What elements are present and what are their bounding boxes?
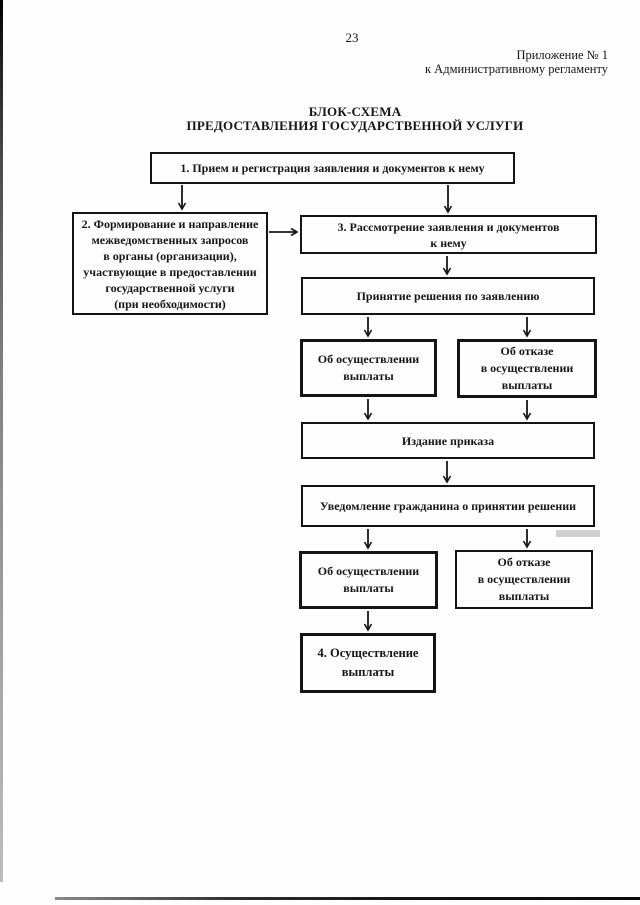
flow-box-refuse1-line1: Об отказе: [500, 344, 554, 358]
flow-box-step2: 2. Формирование и направление межведомст…: [72, 212, 268, 315]
flow-box-refuse-payment-2: Об отказе в осуществлении выплаты: [455, 550, 593, 609]
flow-box-step1: 1. Прием и регистрация заявления и докум…: [150, 152, 515, 184]
flow-box-step2-line2: межведомственных запросов: [91, 232, 249, 247]
flow-box-grant-payment-1: Об осуществлении выплаты: [300, 339, 437, 397]
flow-box-step4: 4. Осуществление выплаты: [300, 633, 436, 693]
flow-box-grant2-line2: выплаты: [343, 581, 394, 595]
flow-box-grant2-line1: Об осуществлении: [317, 564, 420, 578]
flow-box-step3-line2: к нему: [430, 235, 467, 250]
flow-box-refuse2-line1: Об отказе: [497, 555, 551, 569]
flow-box-step2-line4: участвующие в предоставлении: [83, 264, 257, 279]
flow-box-grant1-line2: выплаты: [343, 369, 394, 383]
flow-box-step2-line5: государственной услуги: [105, 280, 235, 295]
flow-box-grant1-line1: Об осуществлении: [317, 352, 420, 366]
flow-box-notify-text: Уведомление гражданина о принятии решени…: [319, 499, 577, 513]
flow-box-step3: 3. Рассмотрение заявления и документов к…: [300, 215, 597, 254]
flow-box-step3-line1: 3. Рассмотрение заявления и документов: [337, 219, 560, 234]
flow-box-refuse2-line2: в осуществлении: [477, 572, 571, 586]
flow-box-refuse2-line3: выплаты: [498, 589, 550, 603]
appendix-line1: Приложение № 1: [516, 48, 608, 62]
flow-box-grant-payment-2: Об осуществлении выплаты: [299, 551, 438, 609]
flow-box-refuse1-line3: выплаты: [501, 378, 553, 392]
flow-box-refuse-payment-1: Об отказе в осуществлении выплаты: [457, 339, 597, 398]
flow-box-notify-citizen: Уведомление гражданина о принятии решени…: [301, 485, 595, 527]
flow-box-decision-text: Принятие решения по заявлению: [356, 289, 540, 303]
title-line1: БЛОК-СХЕМА: [308, 104, 402, 119]
page-number: 23: [345, 30, 359, 45]
flow-box-step2-line1: 2. Формирование и направление: [81, 216, 259, 231]
flow-box-step4-line1: 4. Осуществление: [317, 646, 419, 660]
scan-edge-artifact-left: [0, 0, 3, 882]
scan-smudge-artifact: [556, 530, 600, 537]
flow-box-refuse1-line2: в осуществлении: [480, 361, 574, 375]
appendix-reference: Приложение № 1 к Административному регла…: [424, 48, 608, 76]
appendix-line2: к Административному регламенту: [424, 61, 608, 76]
flow-box-step2-line3: в органы (организации),: [103, 248, 237, 263]
document-title: БЛОК-СХЕМА ПРЕДОСТАВЛЕНИЯ ГОСУДАРСТВЕННО…: [67, 105, 640, 132]
flow-box-decision: Принятие решения по заявлению: [301, 277, 595, 315]
title-line2: ПРЕДОСТАВЛЕНИЯ ГОСУДАРСТВЕННОЙ УСЛУГИ: [186, 117, 524, 133]
flow-box-step2-line6: (при необходимости): [114, 296, 226, 311]
flow-box-issue-order: Издание приказа: [301, 422, 595, 459]
flow-box-step1-text: 1. Прием и регистрация заявления и докум…: [180, 161, 485, 175]
flow-box-order-text: Издание приказа: [401, 433, 495, 448]
scan-edge-artifact-bottom: [55, 897, 640, 900]
flow-box-step4-line2: выплаты: [341, 665, 395, 679]
